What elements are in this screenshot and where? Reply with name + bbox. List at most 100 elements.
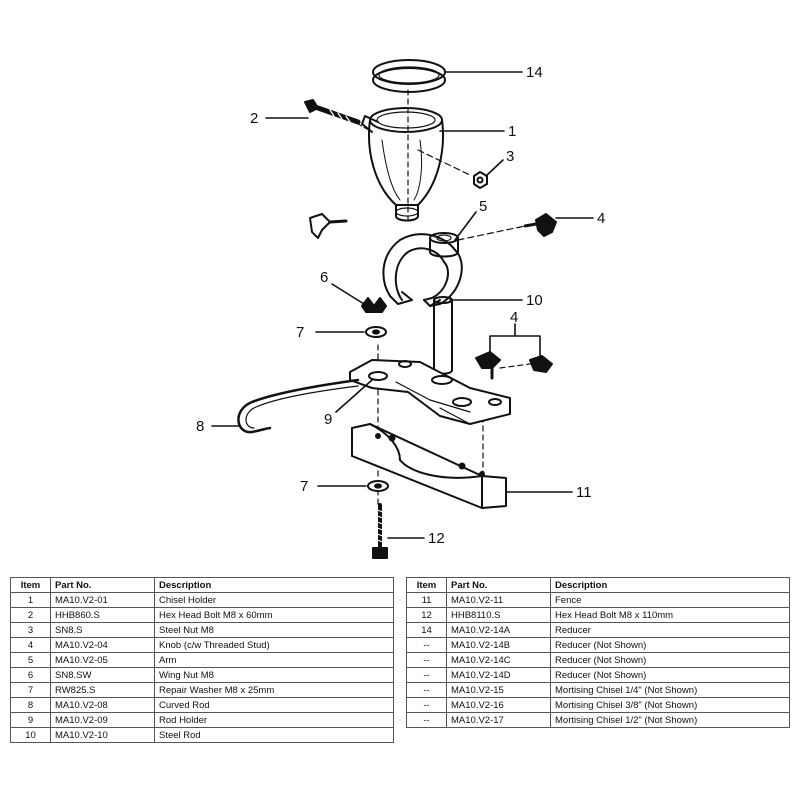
part-3-steel-nut bbox=[417, 149, 488, 189]
cell-description: Wing Nut M8 bbox=[154, 667, 394, 683]
callout-11: 11 bbox=[576, 484, 592, 501]
part-2-hex-head-bolt bbox=[304, 99, 373, 133]
cell-part-no: MA10.V2-14D bbox=[446, 667, 551, 683]
cell-item: -- bbox=[406, 682, 447, 698]
part-6-wing-nut bbox=[361, 297, 387, 313]
callout-8: 8 bbox=[196, 418, 204, 435]
callout-1: 1 bbox=[508, 123, 516, 140]
cell-part-no: SN8.SW bbox=[50, 667, 155, 683]
cell-part-no: MA10.V2-01 bbox=[50, 592, 155, 608]
part-4-knob-pair bbox=[475, 351, 553, 380]
cell-item: -- bbox=[406, 697, 447, 713]
part-5-arm bbox=[382, 232, 463, 307]
cell-description: Curved Rod bbox=[154, 697, 394, 713]
leader-3 bbox=[485, 159, 504, 177]
cell-description: Chisel Holder bbox=[154, 592, 394, 608]
cell-description: Hex Head Bolt M8 x 110mm bbox=[550, 607, 790, 623]
cell-part-no: MA10.V2-16 bbox=[446, 697, 551, 713]
callout-3: 3 bbox=[506, 148, 514, 165]
cell-description: Rod Holder bbox=[154, 712, 394, 728]
cell-item: 6 bbox=[10, 667, 51, 683]
header-item: Item bbox=[406, 577, 447, 593]
cell-description: Mortising Chisel 3/8" (Not Shown) bbox=[550, 697, 790, 713]
cell-description: Reducer (Not Shown) bbox=[550, 667, 790, 683]
cell-item: 5 bbox=[10, 652, 51, 668]
cell-part-no: MA10.V2-17 bbox=[446, 712, 551, 728]
cell-item: 10 bbox=[10, 727, 51, 743]
part-8-curved-rod bbox=[237, 378, 360, 434]
exploded-diagram: 14 1 2 3 4 5 6 7 10 4 9 8 7 11 12 bbox=[196, 59, 605, 559]
cell-item: 8 bbox=[10, 697, 51, 713]
cell-item: 2 bbox=[10, 607, 51, 623]
table-header-row: Item Part No. Description bbox=[406, 577, 790, 593]
cell-part-no: HHB860.S bbox=[50, 607, 155, 623]
part-4-knob-left bbox=[309, 213, 348, 239]
cell-part-no: HHB8110.S bbox=[446, 607, 551, 623]
header-description: Description bbox=[154, 577, 394, 593]
cell-part-no: MA10.V2-14C bbox=[446, 652, 551, 668]
callout-2: 2 bbox=[250, 110, 258, 127]
cell-description: Mortising Chisel 1/2" (Not Shown) bbox=[550, 712, 790, 728]
leader-6 bbox=[331, 283, 365, 305]
cell-description: Mortising Chisel 1/4" (Not Shown) bbox=[550, 682, 790, 698]
leader-5 bbox=[454, 211, 477, 241]
cell-item: -- bbox=[406, 637, 447, 653]
cell-part-no: MA10.V2-14A bbox=[446, 622, 551, 638]
header-item: Item bbox=[10, 577, 51, 593]
cell-part-no: MA10.V2-14B bbox=[446, 637, 551, 653]
callout-9: 9 bbox=[324, 411, 332, 428]
cell-item: 1 bbox=[10, 592, 51, 608]
part-1-chisel-holder bbox=[361, 107, 444, 222]
leader-9 bbox=[335, 379, 373, 413]
cell-item: 3 bbox=[10, 622, 51, 638]
header-part-no: Part No. bbox=[446, 577, 551, 593]
callout-7b: 7 bbox=[300, 478, 308, 495]
cell-item: 11 bbox=[406, 592, 447, 608]
cell-description: Fence bbox=[550, 592, 790, 608]
cell-description: Arm bbox=[154, 652, 394, 668]
cell-description: Repair Washer M8 x 25mm bbox=[154, 682, 394, 698]
cell-description: Steel Nut M8 bbox=[154, 622, 394, 638]
part-7-washer-lower bbox=[367, 480, 389, 492]
cell-item: 12 bbox=[406, 607, 447, 623]
cell-item: 9 bbox=[10, 712, 51, 728]
part-7-washer-upper bbox=[365, 326, 387, 338]
part-10-steel-rod bbox=[433, 296, 453, 375]
cell-part-no: MA10.V2-15 bbox=[446, 682, 551, 698]
cell-part-no: MA10.V2-11 bbox=[446, 592, 551, 608]
callout-14: 14 bbox=[526, 64, 543, 81]
header-description: Description bbox=[550, 577, 790, 593]
callout-4b: 4 bbox=[510, 309, 518, 326]
callout-6: 6 bbox=[320, 269, 328, 286]
callout-10: 10 bbox=[526, 292, 543, 309]
cell-part-no: MA10.V2-05 bbox=[50, 652, 155, 668]
cell-item: -- bbox=[406, 652, 447, 668]
leader-4-bracket bbox=[489, 323, 541, 357]
cell-part-no: MA10.V2-04 bbox=[50, 637, 155, 653]
cell-item: -- bbox=[406, 667, 447, 683]
cell-description: Reducer (Not Shown) bbox=[550, 637, 790, 653]
cell-description: Reducer bbox=[550, 622, 790, 638]
part-9-rod-holder bbox=[349, 359, 511, 425]
header-part-no: Part No. bbox=[50, 577, 155, 593]
cell-part-no: MA10.V2-09 bbox=[50, 712, 155, 728]
cell-part-no: RW825.S bbox=[50, 682, 155, 698]
part-4-knob-right bbox=[457, 213, 557, 241]
callout-leaders bbox=[211, 71, 594, 539]
